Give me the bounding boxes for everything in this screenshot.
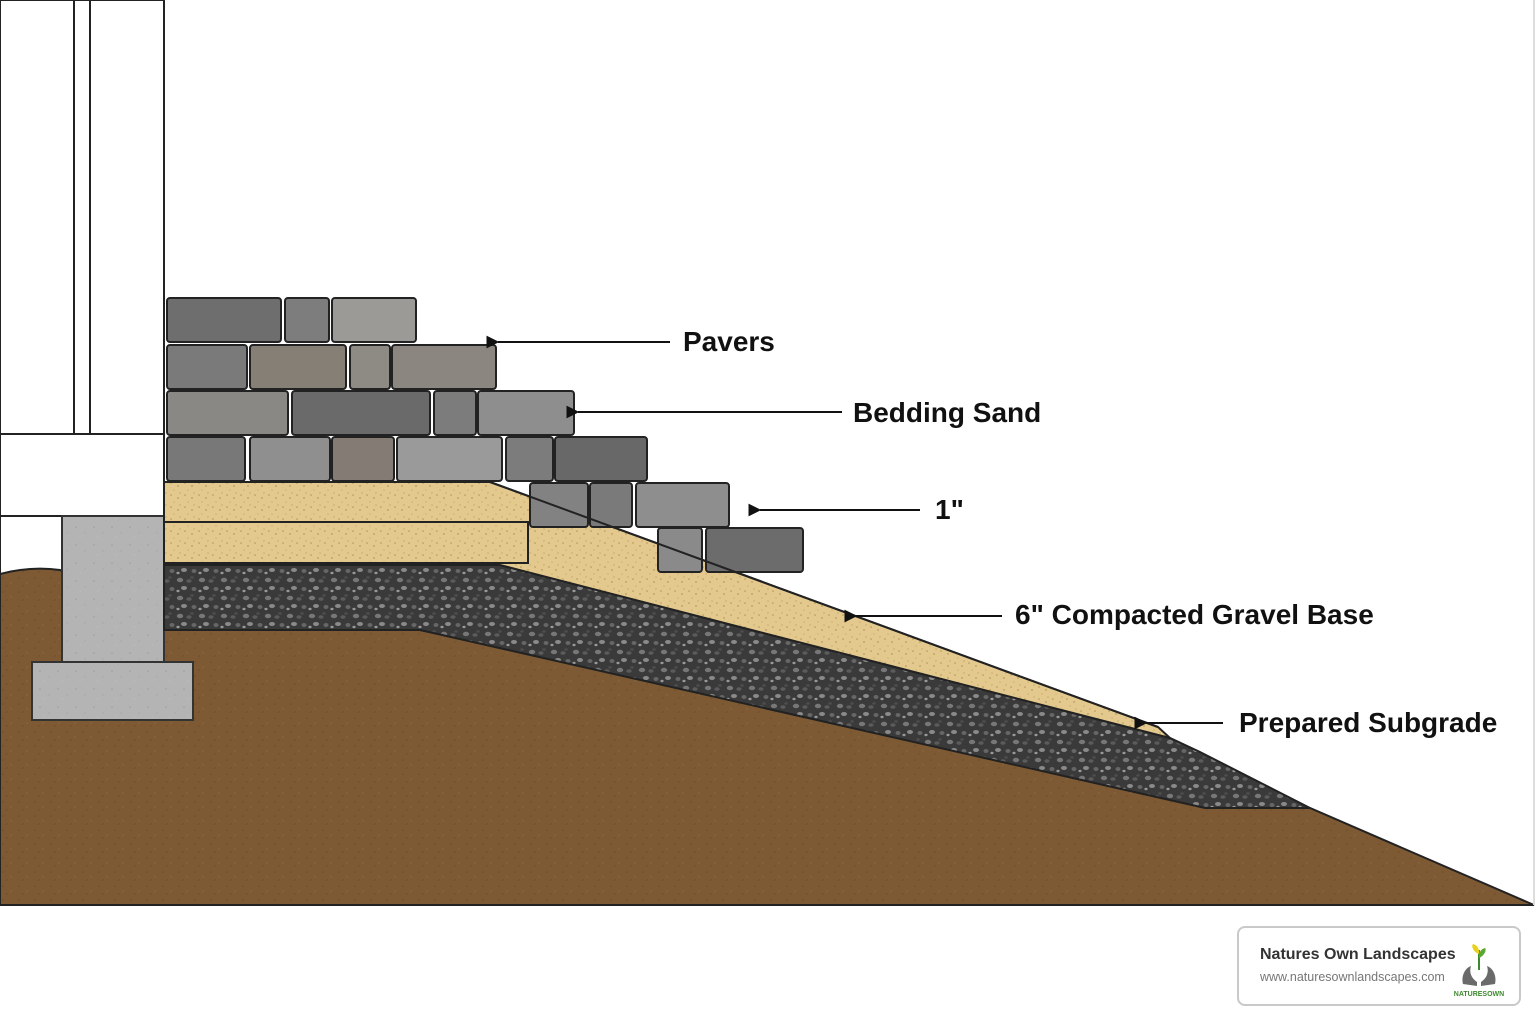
brand-card[interactable]: Natures Own Landscapes www.naturesownlan… — [1237, 926, 1521, 1006]
pavers-label: Pavers — [683, 326, 775, 357]
foundation — [31, 515, 194, 721]
hands-sprout-icon: NATURESOWN — [1454, 944, 1504, 998]
bedding-sand-label: Bedding Sand — [853, 397, 1042, 428]
pavers — [166, 297, 804, 573]
prepared-subgrade — [0, 567, 1535, 906]
brand-url[interactable]: www.naturesownlandscapes.com — [1260, 970, 1445, 984]
bedding-sand-step — [163, 521, 529, 564]
house-wall — [0, 0, 165, 517]
gravel-base-label: 6" Compacted Gravel Base — [1015, 599, 1374, 630]
one-inch-label: 1" — [935, 494, 964, 525]
sill-plate — [0, 433, 165, 517]
subgrade-label: Prepared Subgrade — [1239, 707, 1498, 738]
brand-name: Natures Own Landscapes — [1260, 946, 1456, 963]
brand-logo-text: NATURESOWN — [1454, 991, 1504, 998]
callout-arrows — [486, 335, 1223, 730]
